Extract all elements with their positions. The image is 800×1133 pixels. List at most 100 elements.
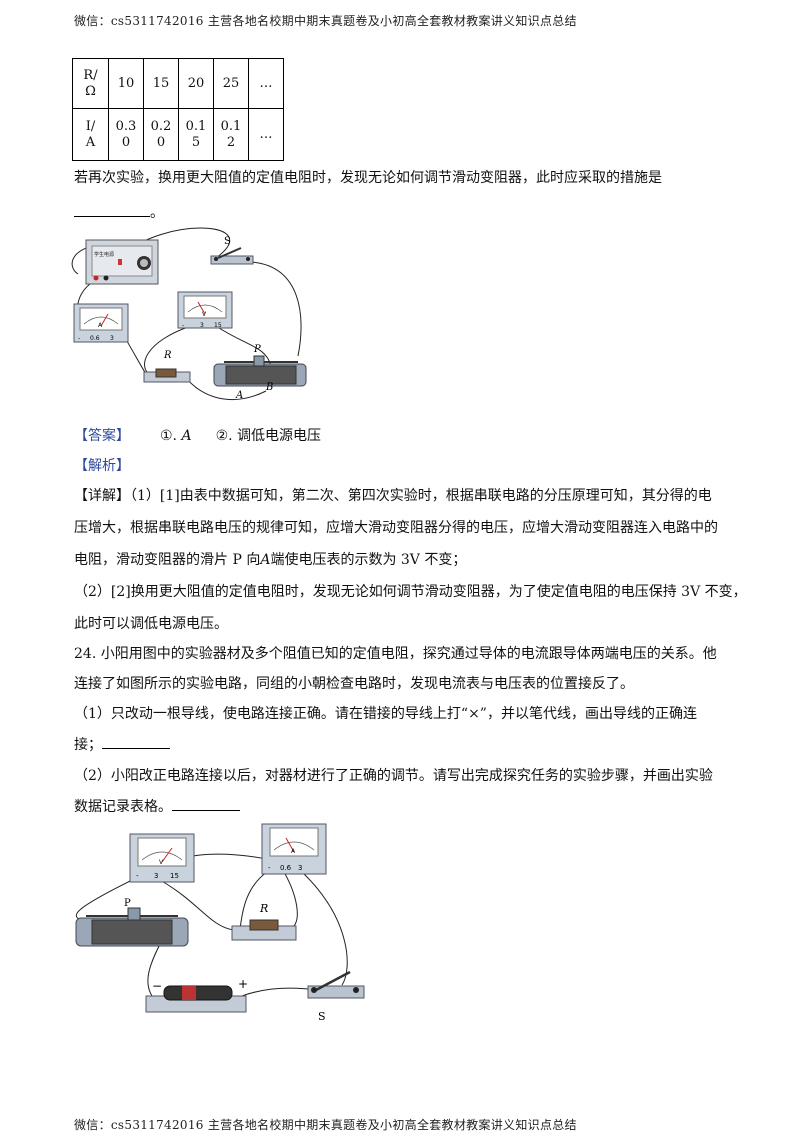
wire [241,987,318,997]
cell-line: 5 [191,134,201,150]
table-cell: … [248,108,284,161]
table-cell: 15 [143,58,179,109]
r-header-line2: Ω [85,83,96,99]
question-text: 接； [74,737,102,753]
period: 。 [150,205,164,221]
cell-line: 0.1 [220,118,242,134]
question-line: 数据记录表格。 [74,796,240,817]
ammeter-terminal: 3 [110,335,114,342]
r-header-line1: R/ [83,67,98,83]
ammeter-terminal: 0.6 [90,335,100,342]
cell-line: 0.3 [115,118,137,134]
voltmeter-terminal: 3 [200,322,204,329]
cell-line: 0 [121,134,131,150]
voltmeter-terminal: 15 [214,322,222,329]
table-row: R/Ω 10 15 20 25 … [72,58,284,109]
voltmeter: V - 3 15 [129,833,195,883]
question-text: 数据记录表格。 [74,799,172,815]
detail-line: 【详解】（1）[1]由表中数据可知，第二次、第四次实验时，根据串联电路的分压原理… [74,486,712,506]
ammeter: A - 0.6 3 [261,823,327,875]
answer-blank-line: 。 [74,202,164,223]
table-header-cell: R/Ω [72,58,109,109]
power-supply-label: 学生电源 [94,251,114,258]
ammeter-letter: A [98,322,103,329]
answer-tag: 【答案】 [74,428,130,444]
detail-line: （2）[2]换用更大阻值的定值电阻时，发现无论如何调节滑动变阻器，为了使定值电阻… [74,584,747,600]
circuit-figure-2: V - 3 15 A - 0.6 3 P R − + [75,823,365,1023]
rheostat: P A B [213,344,307,401]
switch-label: S [318,1010,326,1023]
analysis-tag: 【解析】 [74,458,130,474]
ammeter-terminal: - [78,335,80,342]
answer-part2: ②. 调低电源电压 [215,428,322,444]
voltmeter: V - 3 15 [177,291,233,329]
question-tail-line: 若再次实验，换用更大阻值的定值电阻时，发现无论如何调节滑动变阻器，此时应采取的措… [74,170,662,186]
answer-blank[interactable] [172,796,240,811]
voltmeter-letter: V [202,311,207,318]
end-a-label: A [235,390,243,401]
switch: S [210,236,254,265]
table-header-cell: I/A [72,108,109,161]
battery: − + [145,977,248,1013]
ammeter-terminal: - [268,864,271,872]
wire [250,261,302,357]
fixed-resistor: R [143,350,191,383]
battery-plus: + [238,977,248,991]
cell-line: 0 [156,134,166,150]
answer-line: 【答案】 ①. A ②. 调低电源电压 [74,426,321,446]
detail-line: 压增大，根据串联电路电压的规律可知，应增大滑动变阻器分得的电压，应增大滑动变阻器… [74,520,718,536]
cell-line: 0.2 [150,118,172,134]
page-footer: 微信：cs5311742016 主营各地名校期中期末真题卷及小初高全套教材教案讲… [74,1118,577,1132]
detail-line: 电阻，滑动变阻器的滑片 P 向A端使电压表的示数为 3V 不变； [74,550,466,570]
wire [283,871,298,929]
battery-minus: − [152,979,162,993]
detail-italic: A [260,552,271,568]
end-b-label: B [265,382,273,393]
i-header-line1: I/ [85,118,96,134]
question-line: 接； [74,734,170,755]
ammeter: A - 0.6 3 [73,303,129,343]
ammeter-letter: A [291,848,296,855]
question-line: 24. 小阳用图中的实验器材及多个阻值已知的定值电阻，探究通过导体的电流跟导体两… [74,646,717,662]
question-line: 连接了如图所示的实验电路，同组的小朝检查电路时，发现电流表与电压表的位置接反了。 [74,676,634,692]
fixed-resistor: R [231,902,297,941]
detail-text: （1）[1]由表中数据可知，第二次、第四次实验时，根据串联电路的分压原理可知，其… [130,488,712,504]
resistor-label: R [259,902,268,915]
voltmeter-terminal: - [136,872,139,880]
slider-label: P [124,898,131,909]
i-header-line2: A [85,134,96,150]
detail-text: 电阻，滑动变阻器的滑片 P 向 [74,552,261,568]
cell-line: 0.1 [185,118,207,134]
answer-part1: ①. [160,428,182,444]
slider-label: P [253,344,261,355]
page-header: 微信：cs5311742016 主营各地名校期中期末真题卷及小初高全套教材教案讲… [74,14,577,28]
table-cell: … [248,58,284,109]
ammeter-terminal: 3 [298,864,302,872]
detail-line: 此时可以调低电源电压。 [74,616,228,632]
voltmeter-terminal: 15 [170,872,179,880]
circuit-figure-1: 学生电源 S A - 0.6 3 V - 3 15 R [71,227,307,401]
answer-blank[interactable] [102,734,170,749]
answer-blank[interactable] [74,202,150,217]
detail-tag: 【详解】 [74,488,130,504]
table-cell: 20 [178,58,214,109]
table-cell: 25 [213,58,249,109]
question-line: （1）只改动一根导线，使电路连接正确。请在错接的导线上打“×”，并以笔代线，画出… [74,706,697,722]
voltmeter-letter: V [159,859,164,866]
cell-line: 2 [226,134,236,150]
table-cell: 10 [108,58,144,109]
resistor-label: R [163,350,172,361]
cell-line: … [259,126,273,142]
answer-part1-value: A [181,428,192,444]
voltmeter-terminal: - [182,322,184,329]
detail-text: 端使电压表的示数为 3V 不变； [270,552,467,568]
switch: S [307,970,365,1023]
switch-label: S [224,236,231,247]
wire [301,871,348,986]
